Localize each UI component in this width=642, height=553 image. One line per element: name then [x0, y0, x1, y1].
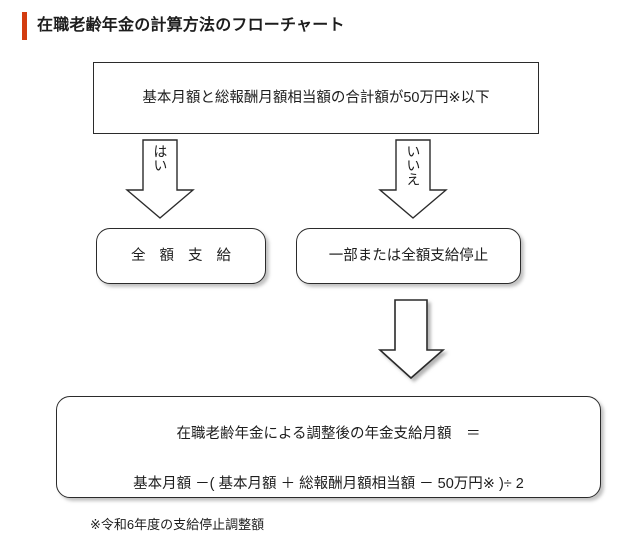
result-box-suspension-label: 一部または全額支給停止: [328, 247, 489, 264]
question-box: 基本月額と総報酬月額相当額の合計額が50万円※以下: [93, 62, 539, 134]
page-title: 在職老齢年金の計算方法のフローチャート: [22, 12, 345, 40]
arrow-yes-label: はい: [152, 144, 169, 172]
formula-box-label: 在職老齢年金による調整後の年金支給月額 ＝ 基本月額 －( 基本月額 ＋ 総報酬…: [133, 398, 524, 497]
arrow-to-formula: [377, 299, 446, 380]
result-box-full-payment-label: 全 額 支 給: [130, 247, 237, 264]
result-box-full-payment: 全 額 支 給: [96, 228, 266, 284]
arrow-no-shape: [378, 139, 448, 219]
arrow-yes: はい: [125, 139, 195, 219]
arrow-to-formula-shape: [377, 299, 446, 380]
arrow-no: いいえ: [378, 139, 448, 219]
footnote-text: ※令和6年度の支給停止調整額: [90, 517, 265, 532]
title-accent-bar: [22, 12, 27, 40]
arrow-yes-text-wrap: はい: [127, 144, 193, 172]
page-title-text: 在職老齢年金の計算方法のフローチャート: [37, 17, 345, 34]
arrow-no-label: いいえ: [405, 144, 422, 186]
arrow-yes-shape: [125, 139, 195, 219]
formula-line-1: 在職老齢年金による調整後の年金支給月額 ＝: [176, 426, 481, 443]
result-box-suspension: 一部または全額支給停止: [296, 228, 521, 284]
formula-box: 在職老齢年金による調整後の年金支給月額 ＝ 基本月額 －( 基本月額 ＋ 総報酬…: [56, 396, 601, 498]
arrow-no-text-wrap: いいえ: [380, 144, 446, 186]
question-box-label: 基本月額と総報酬月額相当額の合計額が50万円※以下: [142, 89, 490, 106]
formula-line-2: 基本月額 －( 基本月額 ＋ 総報酬月額相当額 － 50万円※ )÷ 2: [133, 475, 524, 492]
